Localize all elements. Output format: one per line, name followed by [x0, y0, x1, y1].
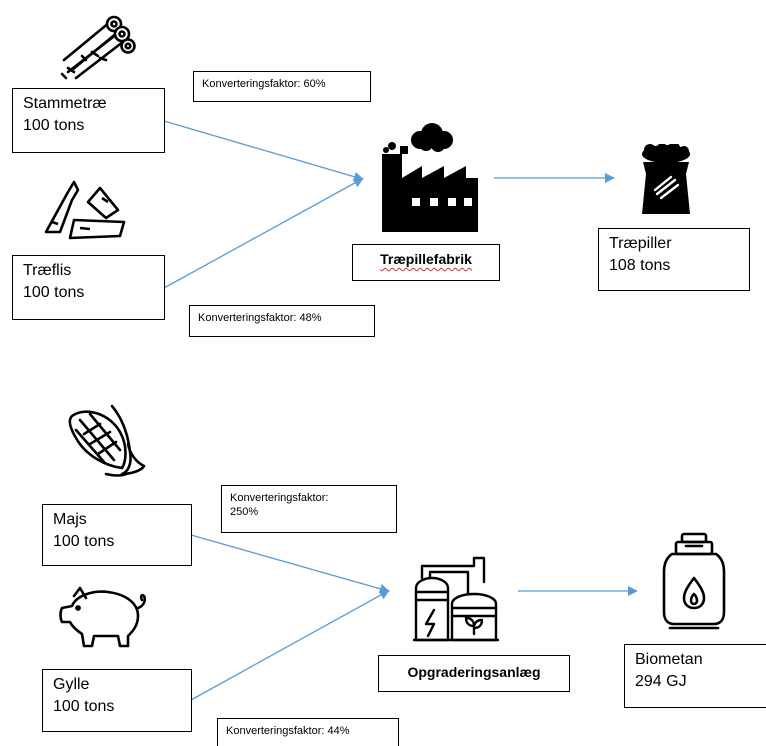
input-box-gylle: Gylle 100 tons — [42, 669, 192, 732]
pellet-bag-icon — [642, 144, 690, 214]
factor-label: Konverteringsfaktor: 60% — [202, 78, 326, 90]
pig-icon — [59, 586, 147, 648]
input-amount: 100 tons — [23, 284, 85, 301]
arrow-majs-to-plant — [190, 534, 390, 594]
input-box-stammetrae: Stammetræ 100 tons — [12, 88, 165, 153]
factor-label-line1: Konverteringsfaktor: — [230, 492, 329, 504]
plant-label: Træpillefabrik — [380, 251, 472, 267]
plant-label: Opgraderingsanlæg — [407, 664, 541, 680]
arrow-traeflis-to-factory — [163, 178, 364, 289]
factor-label: Konverteringsfaktor: 44% — [226, 725, 350, 737]
gas-cylinder-icon — [662, 532, 726, 630]
corn-icon — [68, 404, 146, 477]
input-name: Gylle — [53, 676, 90, 693]
output-amount: 108 tons — [609, 257, 671, 274]
logs-icon — [60, 15, 136, 80]
output-name: Træpiller — [609, 235, 672, 252]
plant-label-box: Træpillefabrik — [352, 244, 500, 281]
input-amount: 100 tons — [53, 698, 115, 715]
input-box-majs: Majs 100 tons — [42, 504, 192, 566]
biogas-plant-icon — [412, 556, 500, 642]
output-name: Biometan — [635, 651, 703, 668]
factor-box-traeflis: Konverteringsfaktor: 48% — [189, 305, 375, 337]
output-box-traepiller: Træpiller 108 tons — [598, 228, 750, 291]
factor-label: Konverteringsfaktor: 48% — [198, 312, 322, 324]
input-name: Majs — [53, 511, 87, 528]
wood-chips-icon — [44, 180, 126, 240]
plant-label-box: Opgraderingsanlæg — [378, 655, 570, 692]
factor-box-stammetrae: Konverteringsfaktor: 60% — [193, 71, 371, 102]
input-name: Stammetræ — [23, 95, 107, 112]
factor-label-line2: 250% — [230, 506, 259, 518]
input-amount: 100 tons — [23, 117, 85, 134]
input-amount: 100 tons — [53, 533, 115, 550]
factory-icon — [380, 123, 478, 232]
factor-box-gylle: Konverteringsfaktor: 44% — [217, 718, 399, 746]
factor-box-majs: Konverteringsfaktor: 250% — [221, 485, 397, 533]
output-box-biometan: Biometan 294 GJ — [624, 644, 766, 708]
arrow-gylle-to-plant — [190, 590, 390, 701]
arrow-stammetrae-to-factory — [163, 120, 364, 182]
output-amount: 294 GJ — [635, 673, 687, 690]
input-name: Træflis — [23, 262, 72, 279]
input-box-traeflis: Træflis 100 tons — [12, 255, 165, 320]
